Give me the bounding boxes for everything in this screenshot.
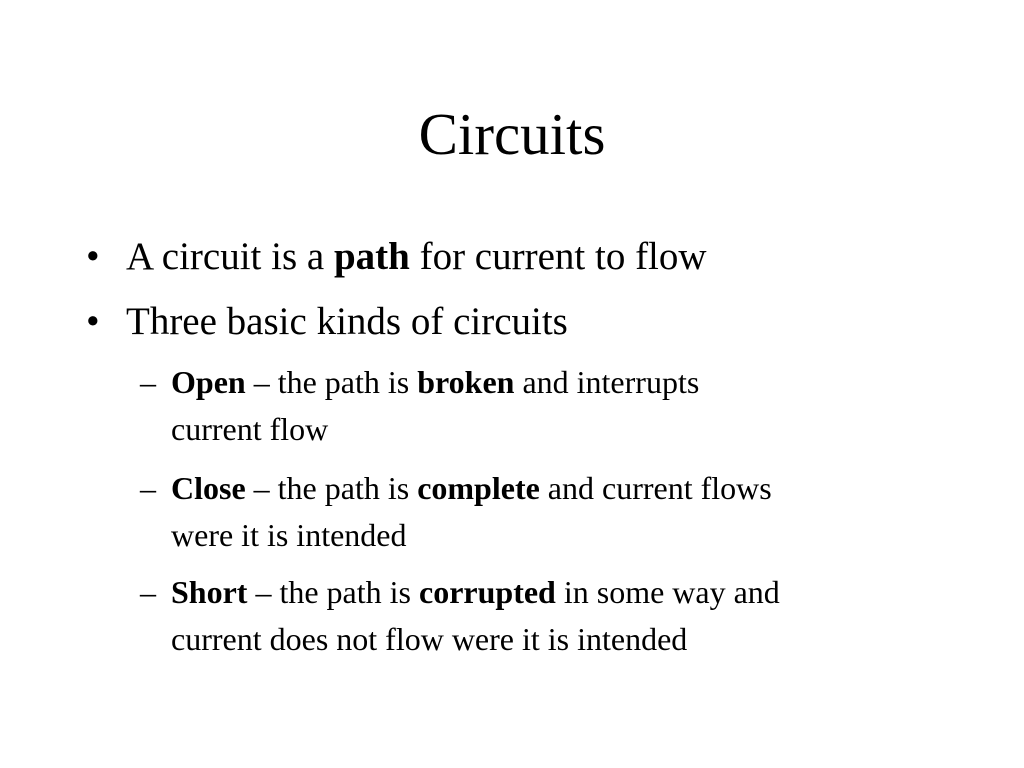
bullet-text-pre: A circuit is a <box>126 235 334 278</box>
slide-title: Circuits <box>418 101 606 167</box>
sub-item-post: in some way and <box>555 574 780 610</box>
sub-item-line-2: current flow <box>171 411 329 447</box>
sub-item-term: Close <box>171 470 246 506</box>
sub-item-mid: – the path is <box>245 364 418 400</box>
dash-marker: – <box>140 364 156 400</box>
bullet-text-post: for current to flow <box>409 235 707 278</box>
sub-item-text: Close – the path is complete and current… <box>171 465 941 559</box>
sub-item-line-2: were it is intended <box>171 517 407 553</box>
bullet-marker: • <box>86 300 100 343</box>
sub-item-line-2: current does not flow were it is intende… <box>171 621 688 657</box>
sub-item-post: and interrupts <box>514 364 700 400</box>
sub-item-line-1: Close – the path is complete and current… <box>171 465 941 512</box>
sub-item-text: Short – the path is corrupted in some wa… <box>171 569 941 663</box>
sub-item-post: and current flows <box>539 470 772 506</box>
sub-item-line-1: Short – the path is corrupted in some wa… <box>171 569 941 616</box>
sub-item-mid: – the path is <box>245 470 418 506</box>
sub-item-line-1: Open – the path is broken and interrupts <box>171 359 941 406</box>
sub-item-mid: – the path is <box>247 574 419 610</box>
dash-marker: – <box>140 470 156 506</box>
sub-item-text: Open – the path is broken and interrupts… <box>171 359 941 453</box>
sub-item-bold: corrupted <box>418 574 556 610</box>
sub-item-bold: broken <box>417 364 515 400</box>
sub-item-term: Short <box>171 574 248 610</box>
bullet-text: Three basic kinds of circuits <box>126 300 568 343</box>
dash-marker: – <box>140 574 156 610</box>
sub-item-bold: complete <box>417 470 540 506</box>
sub-item-term: Open <box>171 364 246 400</box>
bullet-marker: • <box>86 235 100 278</box>
bullet-text: A circuit is a path for current to flow <box>126 234 707 280</box>
bullet-text-bold: path <box>333 235 410 278</box>
